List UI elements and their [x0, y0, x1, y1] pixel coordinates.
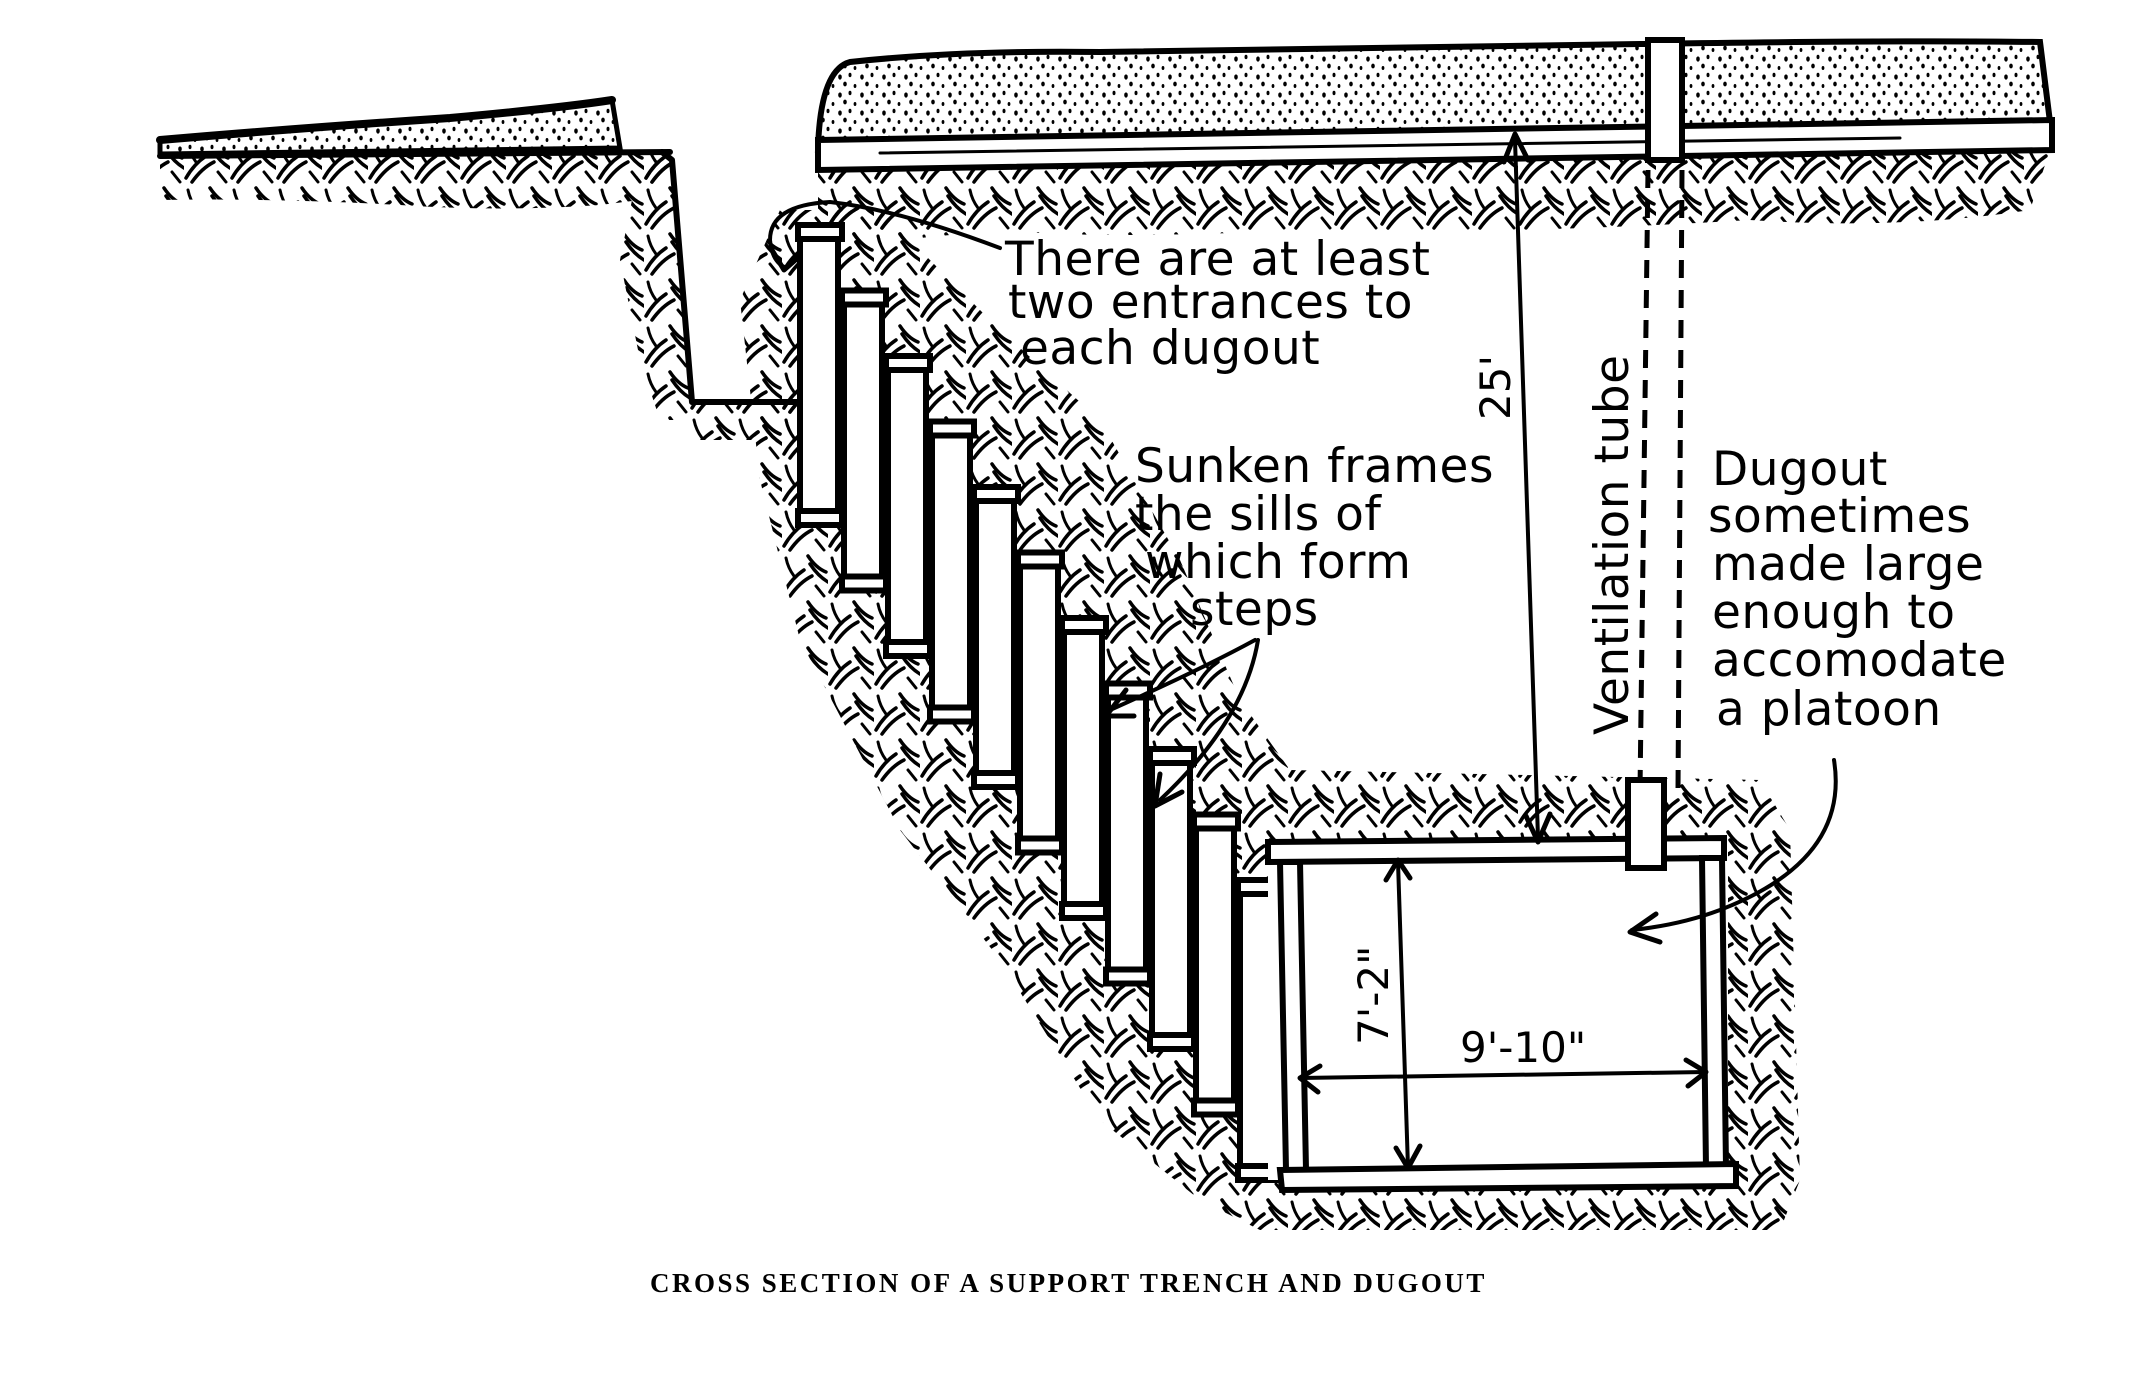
arrowhead-icon	[1627, 911, 1663, 945]
step-frame-post	[929, 418, 973, 725]
arrowhead-icon	[769, 247, 803, 273]
dugout-floor-beam	[1276, 1160, 1739, 1194]
step-sill	[883, 639, 933, 659]
step-sill	[1015, 835, 1065, 856]
step-sill	[1191, 1097, 1241, 1118]
step-frame-post	[797, 222, 841, 528]
dugout-label-line-2: sometimes	[1708, 489, 1971, 544]
step-cap	[1059, 615, 1109, 635]
left-topsoil-layer	[157, 149, 673, 209]
step-frame	[971, 484, 1021, 790]
frames-label-line-2: the sills of	[1135, 487, 1382, 542]
step-sill	[971, 770, 1021, 790]
step-frame-post	[1193, 811, 1237, 1118]
step-cap	[1147, 746, 1197, 766]
arrowhead-down-icon	[1523, 811, 1553, 845]
step-frame	[795, 222, 845, 528]
width-dimension	[1297, 1057, 1709, 1095]
depth-label: 25'	[1471, 355, 1520, 420]
step-cap	[927, 418, 977, 439]
dugout-right-post	[1698, 855, 1730, 1171]
frames-label-line-3: which form	[1145, 535, 1411, 590]
arrowhead-up-icon	[1501, 131, 1531, 165]
dugout-label-line-5: accomodate	[1712, 633, 2007, 688]
arrowhead-right-icon	[1683, 1057, 1709, 1089]
height-dimension	[1383, 857, 1423, 1171]
step-frame-post	[973, 484, 1017, 790]
dugout-label-line-3: made large	[1712, 537, 1984, 592]
step-frame	[1103, 680, 1153, 987]
step-sill	[1059, 901, 1109, 921]
step-cap	[795, 222, 845, 242]
dugout-label-line-4: enough to	[1712, 585, 1956, 640]
trench-floor	[690, 404, 798, 440]
arrowhead-icon	[1152, 771, 1185, 809]
dugout-label-line-6: a platoon	[1716, 682, 1942, 737]
step-cap	[883, 353, 933, 373]
ventilation-tube	[1625, 37, 1685, 871]
step-sill	[839, 573, 889, 594]
dugout-label-line-1: Dugout	[1712, 442, 1888, 497]
step-cap	[839, 287, 889, 308]
frames-label-line-4: steps	[1190, 582, 1319, 637]
width-label: 9'-10"	[1460, 1023, 1586, 1072]
step-sill	[927, 704, 977, 725]
entrances-label-line-3: each dugout	[1020, 321, 1320, 376]
right-topsoil-layer	[818, 150, 2050, 260]
step-cap	[971, 484, 1021, 504]
entrances-label-line-2: two entrances to	[1008, 275, 1413, 330]
step-sill	[795, 508, 845, 528]
step-cap	[1191, 811, 1241, 832]
dugout-left-post	[1276, 859, 1310, 1173]
step-frame-post	[1105, 680, 1149, 987]
step-frame	[927, 418, 977, 725]
step-frame	[1059, 615, 1109, 921]
step-frame-post	[1017, 549, 1061, 856]
step-frame	[1015, 549, 1065, 856]
dugout-callout-arrow	[1627, 758, 1838, 945]
figure-caption: CROSS SECTION OF A SUPPORT TRENCH AND DU…	[650, 1268, 1487, 1298]
trench-left-wall-soil	[620, 149, 801, 420]
step-frame	[883, 353, 933, 659]
depth-dimension	[1501, 131, 1553, 845]
arrowhead-down-icon	[1393, 1143, 1423, 1171]
entrances-label-line-1: There are at least	[1004, 232, 1430, 287]
step-sill	[1103, 966, 1153, 987]
frames-label-line-1: Sunken frames	[1135, 439, 1494, 494]
left-surface-layer	[156, 96, 623, 157]
height-label: 7'-2"	[1349, 946, 1398, 1045]
step-frame-post	[841, 287, 885, 594]
step-frame	[1191, 811, 1241, 1118]
step-sill	[1147, 1032, 1197, 1052]
dugout-chamber	[1265, 834, 1739, 1194]
step-cap	[1015, 549, 1065, 570]
step-frame	[839, 287, 889, 594]
arrowhead-icon	[1103, 687, 1137, 719]
step-frame-post	[1061, 615, 1105, 921]
arrowhead-up-icon	[1383, 857, 1413, 883]
entrances-callout-arrow	[768, 200, 1002, 273]
frames-callout-arrows	[1103, 638, 1260, 809]
roof-timber-layer	[815, 116, 2055, 174]
arrowhead-left-icon	[1297, 1063, 1323, 1095]
ventilation-tube-label: Ventilation tube	[1585, 355, 1640, 736]
step-frame-post	[885, 353, 929, 659]
